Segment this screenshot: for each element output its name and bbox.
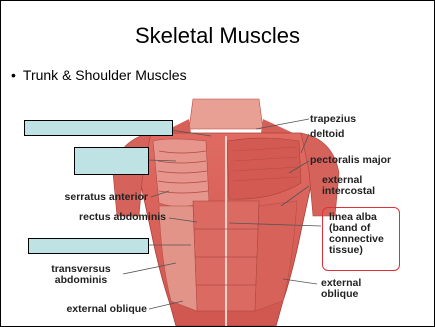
- neck: [189, 99, 263, 129]
- label-serratus-anterior: serratus anterior: [35, 192, 148, 203]
- blank-answer-box-3[interactable]: [28, 238, 149, 254]
- label-external-intercostal: external intercostal: [322, 175, 375, 197]
- blank-answer-box-2[interactable]: [74, 147, 149, 175]
- label-deltoid: deltoid: [310, 129, 344, 140]
- label-trapezius: trapezius: [310, 114, 356, 125]
- label-linea-alba: linea alba (band of connective tissue): [329, 212, 384, 256]
- label-external-oblique-left: external oblique: [11, 304, 147, 315]
- label-external-oblique-right-line2: oblique: [321, 289, 361, 300]
- right-oblique: [255, 201, 297, 311]
- label-transversus-line2: abdominis: [41, 275, 121, 286]
- label-transversus-abdominis: transversus abdominis: [41, 264, 121, 286]
- label-linea-alba-line4: tissue): [329, 245, 384, 256]
- blank-answer-box-1[interactable]: [24, 120, 173, 136]
- label-pectoralis-major: pectoralis major: [310, 155, 391, 166]
- label-external-oblique-right: external oblique: [321, 278, 361, 300]
- label-external-intercostal-line2: intercostal: [322, 186, 375, 197]
- label-rectus-abdominis: rectus abdominis: [35, 212, 166, 223]
